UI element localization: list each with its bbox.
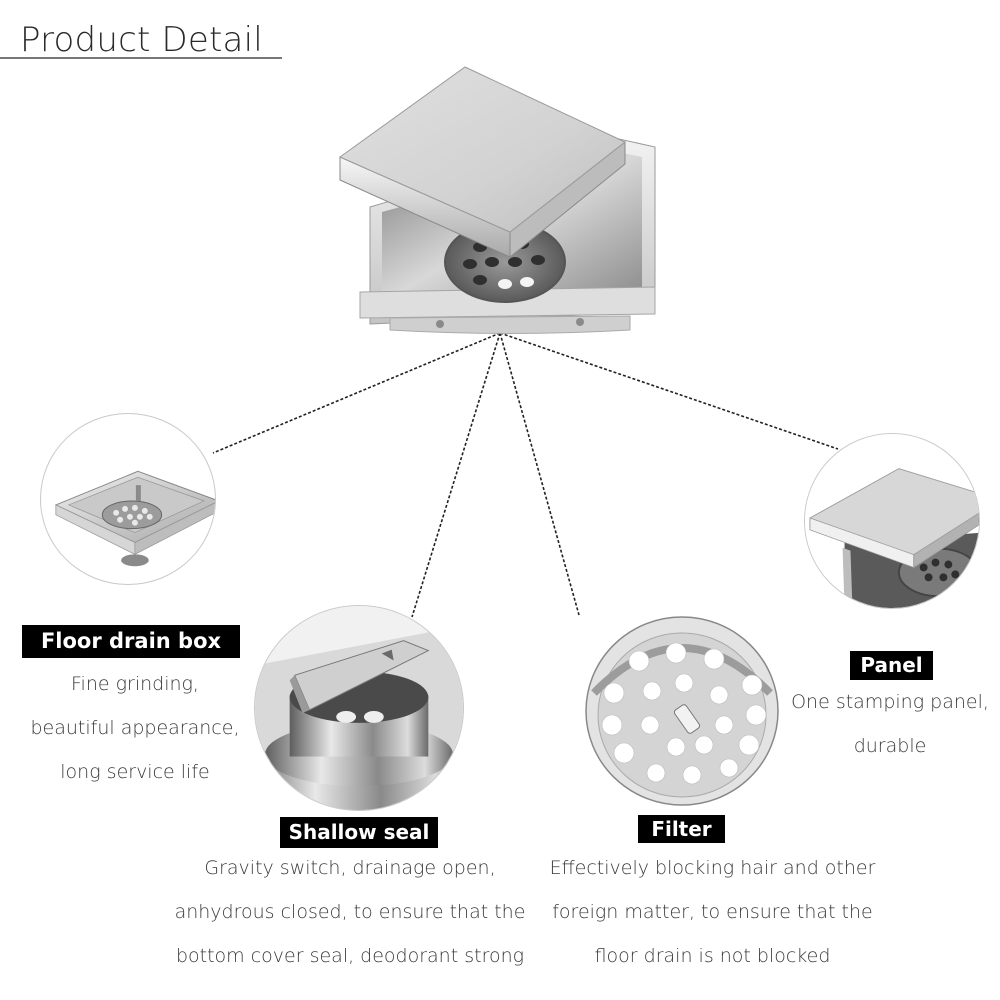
shallow-seal-label: Shallow seal xyxy=(280,817,438,848)
description-line: anhydrous closed, to ensure that the xyxy=(174,901,526,923)
description-line: Effectively blocking hair and other xyxy=(549,857,876,879)
floor-drain-box-image xyxy=(40,413,216,585)
filter-image xyxy=(584,613,780,807)
description-line: Gravity switch, drainage open, xyxy=(204,857,496,879)
description-line: One stamping panel, xyxy=(791,691,989,713)
hero-product-image xyxy=(330,62,660,337)
filter-label: Filter xyxy=(638,815,725,843)
description-line: beautiful appearance, xyxy=(30,717,240,739)
description-line: Fine grinding, xyxy=(71,673,199,695)
panel-label: Panel xyxy=(850,651,933,680)
page-title: Product Detail xyxy=(20,20,263,60)
panel-description: One stamping panel, durable xyxy=(780,680,1000,768)
shallow-seal-image xyxy=(254,605,464,811)
connector-filter xyxy=(499,332,580,616)
description-line: bottom cover seal, deodorant strong xyxy=(175,945,525,967)
filter-description: Effectively blocking hair and other fore… xyxy=(530,846,895,978)
connector-floor-drain-box xyxy=(212,332,501,454)
description-line: floor drain is not blocked xyxy=(594,945,831,967)
shallow-seal-description: Gravity switch, drainage open, anhydrous… xyxy=(160,846,540,978)
title-underline xyxy=(0,57,282,59)
description-line: durable xyxy=(853,735,927,757)
floor-drain-box-description: Fine grinding, beautiful appearance, lon… xyxy=(10,662,260,794)
connector-panel xyxy=(499,332,839,450)
floor-drain-box-label: Floor drain box xyxy=(22,625,240,658)
description-line: long service life xyxy=(60,761,210,783)
description-line: foreign matter, to ensure that the xyxy=(552,901,873,923)
panel-image xyxy=(804,433,980,609)
connector-shallow-seal xyxy=(411,332,501,618)
